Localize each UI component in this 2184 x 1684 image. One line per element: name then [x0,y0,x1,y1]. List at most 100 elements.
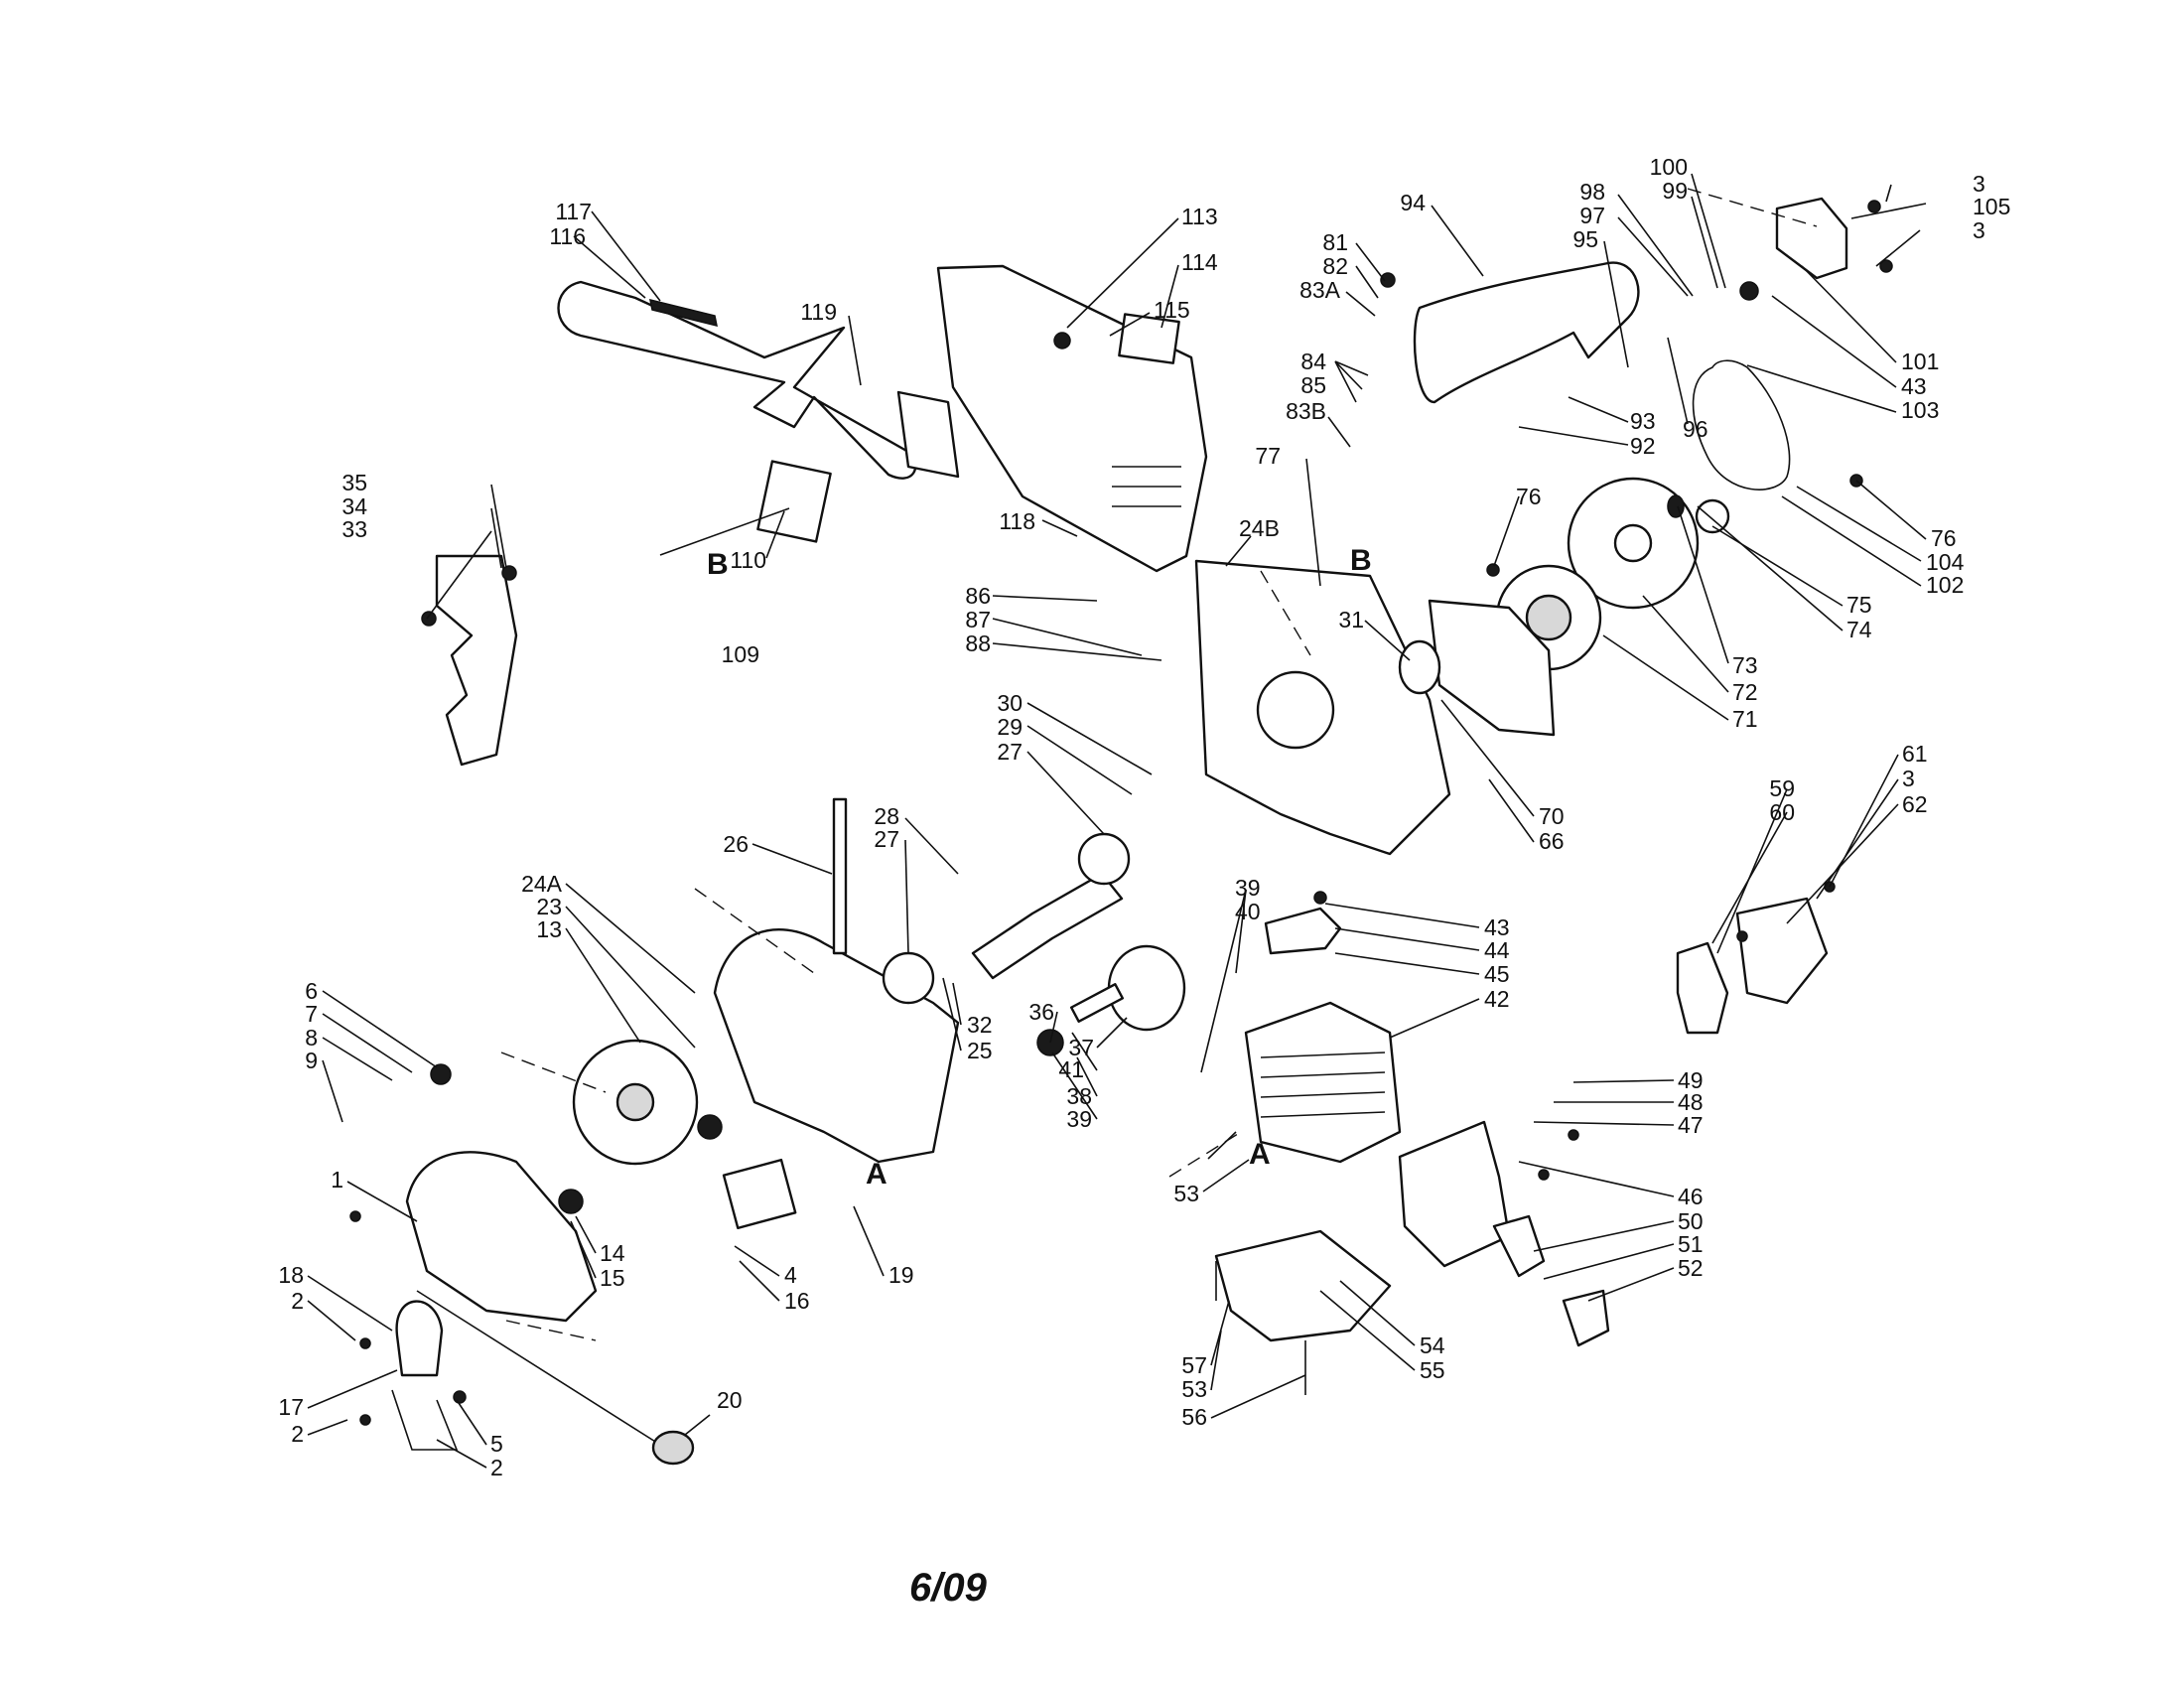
callout-24a: 24A [521,871,563,897]
callout-76a: 76 [1516,484,1542,509]
callout-14: 14 [600,1240,625,1266]
bearing-27a-drawing [1077,832,1131,886]
callout-29: 29 [997,714,1023,740]
top-cover-drawing [1775,197,1848,280]
callout-19: 19 [888,1262,914,1288]
callout-81: 81 [1322,229,1348,255]
callout-109: 109 [722,641,759,667]
callout-110: 110 [730,547,766,573]
tensioner-plate-drawing [896,390,960,479]
spark-plug-drawing [1492,1214,1546,1278]
callout-20: 20 [717,1387,743,1413]
callout-94: 94 [1400,190,1426,215]
callout-32: 32 [967,1012,993,1038]
callout-39b: 39 [1235,875,1261,901]
clutch-cover-drawing [1428,599,1556,737]
callout-86: 86 [965,583,991,609]
callout-101: 101 [1901,349,1939,374]
rod-drawing [416,1290,661,1446]
callout-48: 48 [1678,1089,1704,1115]
callout-43b: 43 [1484,914,1510,940]
callout-56: 56 [1181,1404,1207,1430]
callout-42: 42 [1484,986,1510,1012]
callout-98: 98 [1579,179,1605,205]
guide-bar-drawing [557,280,917,480]
boot-52-drawing [1562,1289,1610,1347]
callout-41: 41 [1058,1056,1084,1082]
ignition-module-drawing [722,1158,797,1230]
callout-66: 66 [1539,828,1565,854]
callout-18: 18 [278,1262,304,1288]
callout-31: 31 [1338,607,1364,632]
callout-23: 23 [536,894,562,919]
bar-plate-drawing [756,460,832,543]
callout-30: 30 [997,690,1023,716]
callout-16: 16 [784,1288,810,1314]
handlebar-drawing [1413,261,1640,404]
clutch-drum-drawing [1567,477,1700,610]
callout-24b: 24B [1239,515,1280,541]
bracket-2-drawing [391,1389,459,1451]
callout-4: 4 [784,1262,797,1288]
part-drawings [349,188,1893,1466]
callout-57: 57 [1181,1352,1207,1378]
callout-51: 51 [1678,1231,1704,1257]
callout-82: 82 [1322,253,1348,279]
callout-17: 17 [278,1394,304,1420]
callout-26: 26 [723,831,749,857]
callout-6: 6 [305,978,318,1004]
callout-83a: 83A [1299,277,1341,303]
callout-27a: 27 [997,739,1023,765]
callout-87: 87 [965,607,991,632]
callout-40: 40 [1235,899,1261,924]
callout-43a: 43 [1901,373,1927,399]
callout-102: 102 [1926,572,1964,598]
callout-52: 52 [1678,1255,1704,1281]
callout-105: 105 [1973,194,2010,219]
callout-97: 97 [1579,203,1605,228]
bearing-27b-drawing [882,951,935,1005]
callout-77: 77 [1255,443,1281,469]
callout-104: 104 [1926,549,1965,575]
cylinder-drawing [1244,1001,1402,1164]
muffler-drawing [1214,1229,1392,1342]
callout-27b: 27 [874,826,899,852]
leader-lines [307,173,1927,1469]
callout-53a: 53 [1173,1181,1199,1206]
callout-8: 8 [305,1025,318,1051]
callout-71: 71 [1732,706,1758,732]
callout-75: 75 [1846,592,1872,618]
sprocket-cover-drawing [936,264,1208,573]
callout-61: 61 [1902,741,1928,767]
callout-84: 84 [1300,349,1326,374]
callout-95: 95 [1572,226,1598,252]
callout-5: 5 [490,1431,503,1457]
handguard-drawing [435,554,518,767]
callout-119: 119 [800,299,837,325]
callout-36: 36 [1028,999,1054,1025]
callout-2a: 2 [291,1288,304,1314]
callout-62: 62 [1902,791,1928,817]
callout-13: 13 [536,916,562,942]
callout-25: 25 [967,1038,993,1063]
date-code: 6/09 [909,1566,988,1610]
callout-2b: 2 [291,1421,304,1447]
callout-9: 9 [305,1048,318,1073]
callout-83b: 83B [1286,398,1326,424]
callout-37: 37 [1068,1035,1094,1060]
spring-20-drawing [651,1430,695,1466]
callout-50: 50 [1678,1208,1704,1234]
callout-47: 47 [1678,1112,1704,1138]
callout-100: 100 [1650,154,1688,180]
tube-26-drawing [832,797,848,955]
callout-7: 7 [305,1001,318,1027]
callout-114: 114 [1181,249,1218,275]
callout-49: 49 [1678,1067,1704,1093]
section-marker-a-right: A [1249,1138,1271,1171]
callout-44: 44 [1484,937,1510,963]
belt-loop-drawing [1692,359,1791,491]
intake-flange-drawing [1264,907,1342,955]
callout-96: 96 [1683,416,1708,442]
callout-88: 88 [965,631,991,656]
